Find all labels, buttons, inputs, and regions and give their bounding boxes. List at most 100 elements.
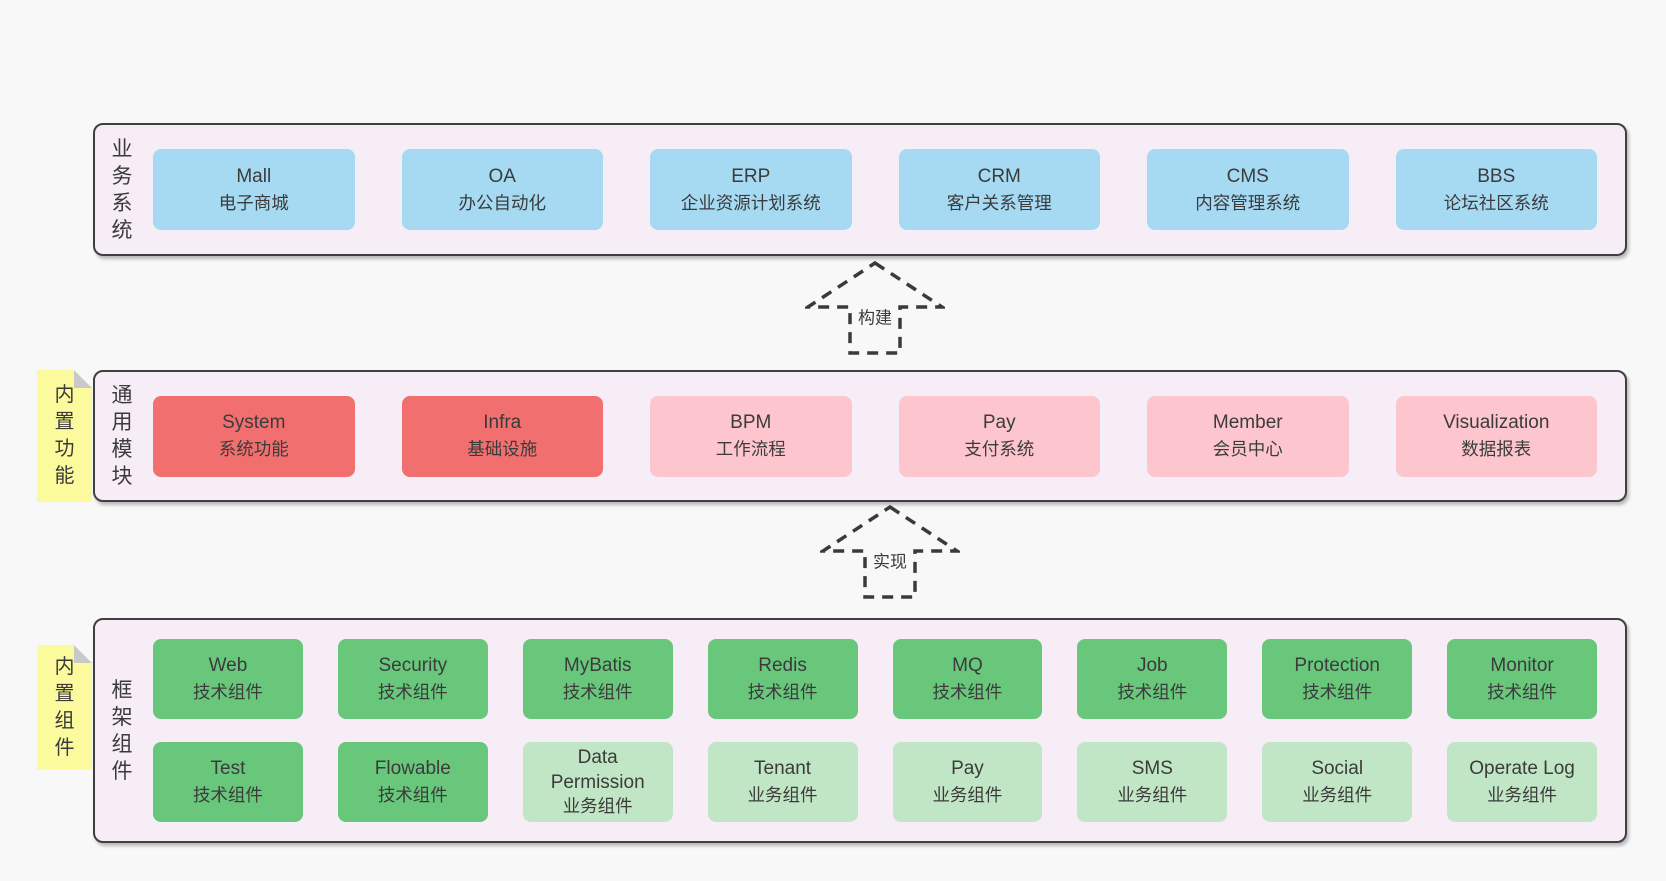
box-pay-component-desc: 业务组件 (932, 785, 1003, 806)
box-protection-name: Protection (1294, 655, 1380, 677)
box-test-name: Test (210, 758, 246, 780)
box-monitor-name: Monitor (1490, 655, 1554, 677)
box-member-name: Member (1212, 412, 1283, 434)
box-sms: SMS 业务组件 (1077, 742, 1228, 822)
box-oa-name: OA (488, 165, 516, 187)
box-mybatis-name: MyBatis (563, 655, 632, 677)
folded-corner-icon (74, 645, 92, 663)
box-bpm-desc: 工作流程 (715, 439, 786, 460)
box-tenant-desc: 业务组件 (747, 785, 818, 806)
business-systems-band: 业务系统 Mall 电子商城 OA 办公自动化 ERP 企业资源计划系统 CRM… (93, 123, 1627, 256)
box-security-name: Security (378, 655, 448, 677)
box-infra-desc: 基础设施 (467, 439, 538, 460)
box-job: Job 技术组件 (1077, 639, 1228, 719)
framework-components-band: 框架组件 Web 技术组件 Security 技术组件 MyBatis 技术组件… (93, 618, 1627, 843)
box-erp-name: ERP (731, 165, 771, 187)
box-cms-desc: 内容管理系统 (1195, 192, 1301, 213)
box-pay-component-name: Pay (951, 758, 984, 780)
box-mq: MQ 技术组件 (892, 639, 1043, 719)
box-redis-desc: 技术组件 (747, 682, 818, 703)
framework-components-boxes: Web 技术组件 Security 技术组件 MyBatis 技术组件 Redi… (153, 620, 1597, 841)
box-flowable: Flowable 技术组件 (337, 742, 488, 822)
box-job-desc: 技术组件 (1117, 682, 1188, 703)
box-cms-name: CMS (1226, 165, 1269, 187)
box-pay-module-name: Pay (982, 412, 1016, 434)
box-flowable-name: Flowable (374, 758, 451, 780)
box-flowable-desc: 技术组件 (377, 785, 448, 806)
box-mall-desc: 电子商城 (218, 192, 289, 213)
box-visualization-desc: 数据报表 (1461, 439, 1532, 460)
built-in-components-tag-label: 内置组件 (54, 655, 75, 759)
box-pay-module: Pay 支付系统 (898, 395, 1100, 477)
box-web-desc: 技术组件 (192, 682, 263, 703)
built-in-components-tag: 内置组件 (37, 645, 92, 770)
box-oa-desc: 办公自动化 (458, 192, 547, 213)
framework-components-label: 框架组件 (111, 678, 133, 783)
box-redis: Redis 技术组件 (707, 639, 858, 719)
built-in-functions-tag-label: 内置功能 (54, 384, 75, 487)
box-infra-name: Infra (483, 412, 522, 434)
box-monitor: Monitor 技术组件 (1447, 639, 1597, 719)
box-crm-desc: 客户关系管理 (946, 192, 1052, 213)
up-arrow-dashed-icon (805, 260, 945, 355)
box-mq-name: MQ (952, 655, 983, 677)
box-system-name: System (222, 412, 286, 434)
box-system: System 系统功能 (153, 395, 355, 477)
box-tenant-name: Tenant (754, 758, 812, 780)
box-mybatis: MyBatis 技术组件 (522, 639, 673, 719)
business-systems-boxes: Mall 电子商城 OA 办公自动化 ERP 企业资源计划系统 CRM 客户关系… (153, 125, 1597, 254)
box-operate-log-name: Operate Log (1469, 758, 1575, 780)
box-social-desc: 业务组件 (1302, 785, 1373, 806)
box-erp-desc: 企业资源计划系统 (680, 192, 821, 213)
box-test-desc: 技术组件 (192, 785, 263, 806)
box-monitor-desc: 技术组件 (1487, 682, 1558, 703)
box-bbs-name: BBS (1477, 165, 1516, 187)
box-mall: Mall 电子商城 (153, 149, 355, 230)
box-mybatis-desc: 技术组件 (562, 682, 633, 703)
build-arrow-label: 构建 (855, 301, 895, 331)
box-sms-desc: 业务组件 (1117, 785, 1188, 806)
box-web: Web 技术组件 (153, 639, 303, 719)
box-erp: ERP 企业资源计划系统 (650, 149, 852, 230)
box-security: Security 技术组件 (337, 639, 488, 719)
box-crm: CRM 客户关系管理 (898, 149, 1100, 230)
box-visualization: Visualization 数据报表 (1395, 395, 1597, 477)
box-web-name: Web (208, 655, 248, 677)
box-infra: Infra 基础设施 (401, 395, 603, 477)
box-redis-name: Redis (758, 655, 807, 677)
box-social: Social 业务组件 (1262, 742, 1413, 822)
box-pay-module-desc: 支付系统 (964, 439, 1035, 460)
box-crm-name: CRM (977, 165, 1021, 187)
box-system-desc: 系统功能 (218, 439, 289, 460)
box-member-desc: 会员中心 (1212, 439, 1283, 460)
box-job-name: Job (1136, 655, 1168, 677)
common-modules-boxes: System 系统功能 Infra 基础设施 BPM 工作流程 Pay 支付系统… (153, 372, 1597, 500)
common-modules-label: 通用模块 (111, 384, 133, 488)
box-social-name: Social (1311, 758, 1364, 780)
box-tenant: Tenant 业务组件 (707, 742, 858, 822)
components-row-2: Test 技术组件 Flowable 技术组件 Data Permission … (153, 742, 1597, 822)
box-protection: Protection 技术组件 (1262, 639, 1413, 719)
box-member: Member 会员中心 (1147, 395, 1349, 477)
up-arrow-dashed-icon (820, 504, 960, 599)
box-bbs: BBS 论坛社区系统 (1395, 149, 1597, 230)
box-sms-name: SMS (1131, 758, 1173, 780)
box-operate-log-desc: 业务组件 (1487, 785, 1558, 806)
box-data-permission-name: Data Permission (550, 746, 645, 793)
common-modules-band: 通用模块 System 系统功能 Infra 基础设施 BPM 工作流程 Pay… (93, 370, 1627, 502)
box-mall-name: Mall (236, 165, 272, 187)
business-systems-label: 业务系统 (111, 137, 133, 242)
box-bpm: BPM 工作流程 (650, 395, 852, 477)
box-visualization-name: Visualization (1443, 412, 1550, 434)
box-operate-log: Operate Log 业务组件 (1447, 742, 1597, 822)
box-bpm-name: BPM (730, 412, 772, 434)
build-arrow: 构建 (805, 260, 945, 356)
box-security-desc: 技术组件 (377, 682, 448, 703)
box-protection-desc: 技术组件 (1302, 682, 1373, 703)
box-test: Test 技术组件 (153, 742, 303, 822)
box-pay-component: Pay 业务组件 (892, 742, 1043, 822)
box-bbs-desc: 论坛社区系统 (1443, 192, 1549, 213)
box-cms: CMS 内容管理系统 (1147, 149, 1349, 230)
box-oa: OA 办公自动化 (401, 149, 603, 230)
